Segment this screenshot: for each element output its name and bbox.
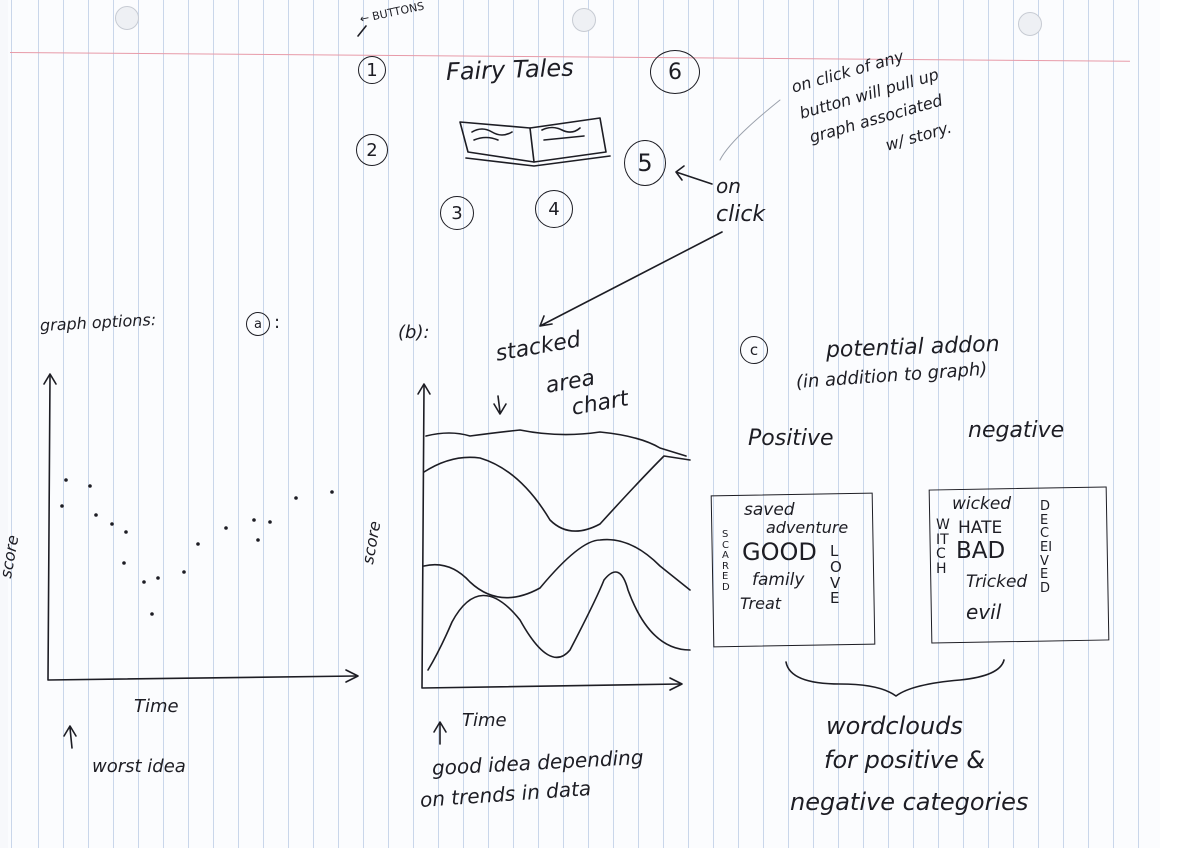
graph-a-scatter xyxy=(60,478,334,616)
wordcloud-word: Tricked xyxy=(966,572,1028,592)
wordcloud-word: HATE xyxy=(958,518,1003,538)
negative-label: negative xyxy=(968,418,1065,443)
arrow-icon xyxy=(493,395,507,415)
wordcloud-word: Treat xyxy=(740,594,782,613)
wordcloud-word: GOOD xyxy=(742,538,817,566)
wordcloud-vertical-word: LOVE xyxy=(830,542,842,608)
wordcloud-vertical-word: WITCH xyxy=(936,517,950,578)
story-button-3[interactable]: 3 xyxy=(440,196,474,230)
story-button-4[interactable]: 4 xyxy=(535,190,573,228)
annotation-click: click xyxy=(716,202,766,227)
open-book-icon xyxy=(459,117,611,167)
wordcloud-caption: for positive & xyxy=(824,746,986,774)
arrow-icon xyxy=(539,231,723,327)
wordcloud-word: BAD xyxy=(956,538,1006,564)
scatter-point xyxy=(94,513,98,517)
area-series-line xyxy=(427,571,691,671)
wordcloud-word: family xyxy=(752,570,805,590)
area-series-line xyxy=(423,538,691,599)
option-a-marker: a xyxy=(246,312,270,336)
notebook-paper xyxy=(8,0,1160,848)
scatter-point xyxy=(64,478,68,482)
binder-hole xyxy=(1018,12,1042,36)
option-a-colon: : xyxy=(274,312,281,333)
graph-a-x-label: Time xyxy=(134,696,179,717)
story-button-5[interactable]: 5 xyxy=(624,140,666,186)
wordcloud-word: adventure xyxy=(766,518,849,537)
wordcloud-word: saved xyxy=(744,500,795,520)
brace xyxy=(785,659,1005,697)
graph-b-axes xyxy=(417,383,683,691)
scatter-point xyxy=(122,561,126,565)
scatter-point xyxy=(110,522,114,526)
scatter-point xyxy=(156,576,160,580)
arrow-icon xyxy=(63,725,77,749)
option-c-marker: c xyxy=(740,336,768,364)
stacked-area-curves xyxy=(423,395,691,671)
wordcloud-word: evil xyxy=(966,600,1002,624)
arrow-icon xyxy=(675,165,713,185)
story-button-6[interactable]: 6 xyxy=(650,50,700,94)
scatter-point xyxy=(88,484,92,488)
scatter-point xyxy=(268,520,272,524)
scatter-point xyxy=(60,504,64,508)
binder-hole xyxy=(572,8,596,32)
paper-edge xyxy=(1160,0,1178,848)
annotation-on: on xyxy=(716,174,741,198)
arrow-icon xyxy=(433,721,447,745)
story-button-1[interactable]: 1 xyxy=(358,56,386,84)
graph-a-verdict: worst idea xyxy=(92,756,186,777)
wordcloud-vertical-word: SCARED xyxy=(722,529,730,593)
wordcloud-vertical-word: DECEIVED xyxy=(1040,499,1053,596)
option-b-marker: (b): xyxy=(398,322,430,343)
scatter-point xyxy=(142,580,146,584)
wordcloud-word: wicked xyxy=(952,494,1012,514)
scatter-point xyxy=(256,538,260,542)
positive-label: Positive xyxy=(748,426,834,451)
graph-b-x-label: Time xyxy=(462,710,507,731)
scatter-point xyxy=(182,570,186,574)
scatter-point xyxy=(252,518,256,522)
graph-a-axes xyxy=(43,373,359,683)
wordcloud-caption: negative categories xyxy=(790,788,1029,816)
wordcloud-caption: wordclouds xyxy=(826,712,963,740)
scatter-point xyxy=(294,496,298,500)
scatter-point xyxy=(150,612,154,616)
scatter-point xyxy=(330,490,334,494)
area-series-line xyxy=(423,455,691,532)
binder-hole xyxy=(115,6,139,30)
scatter-point xyxy=(224,526,228,530)
scatter-point xyxy=(196,542,200,546)
scatter-point xyxy=(124,530,128,534)
area-series-line xyxy=(425,429,687,457)
story-button-2[interactable]: 2 xyxy=(356,134,388,166)
